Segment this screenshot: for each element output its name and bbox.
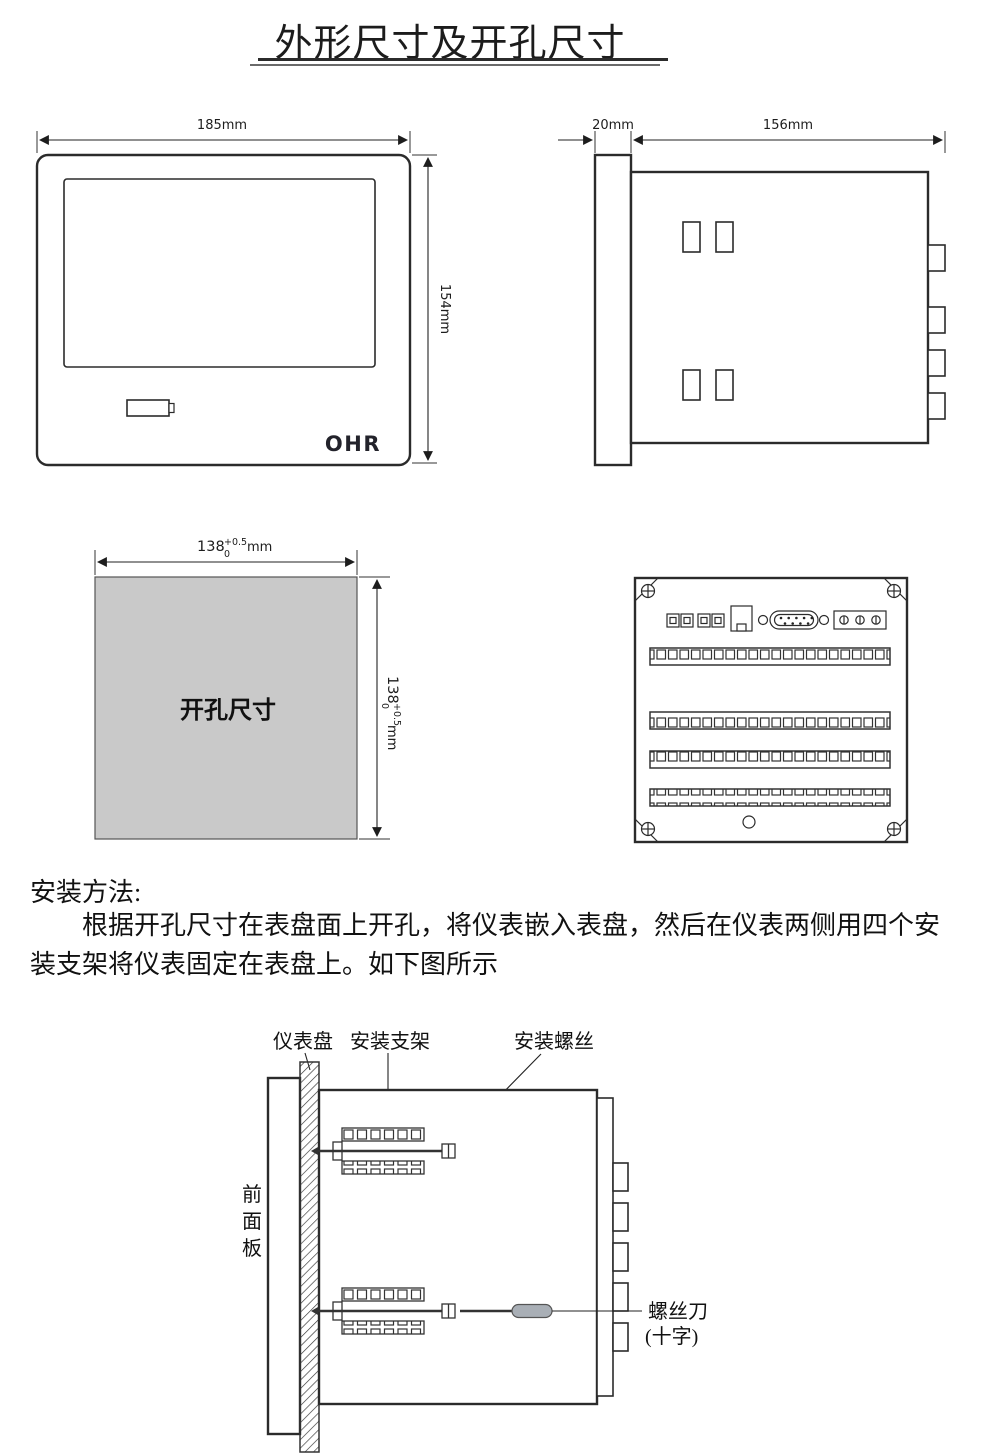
power-terminal	[833, 610, 887, 630]
cutout-label: 开孔尺寸	[180, 697, 276, 724]
bracket-slot	[682, 221, 701, 253]
side-depth-dimensions: 20mm 156mm	[558, 118, 946, 153]
cutout-height-tol-top: +0.5	[391, 703, 402, 726]
battery-nub	[168, 402, 175, 414]
terminal-tab	[612, 1322, 629, 1352]
terminal-tab	[927, 392, 946, 420]
front-height-label: 154mm	[437, 284, 452, 334]
terminal-tab	[927, 349, 946, 377]
bracket-slot	[715, 221, 734, 253]
terminal-tab	[927, 306, 946, 334]
cutout-view: 138 +0.5 0 mm 开孔尺寸 138 +0.5 0 mm	[94, 537, 402, 840]
ground-hole	[742, 815, 756, 829]
cutout-height-unit: mm	[384, 725, 399, 750]
cutout-width-tol-bottom: 0	[224, 549, 230, 560]
install-method-paragraph: 根据开孔尺寸在表盘面上开孔，将仪表嵌入表盘，然后在仪表两侧用四个安装支架将仪表固…	[30, 911, 941, 979]
front-height-dimension: 154mm	[412, 154, 452, 464]
side-view: 20mm 156mm	[558, 118, 946, 467]
relay-block	[666, 613, 694, 628]
side-body	[629, 170, 930, 445]
cutout-width-base: 138	[197, 539, 225, 555]
cutout-width-unit: mm	[247, 540, 272, 555]
terminal-strip	[649, 750, 891, 769]
install-diagram: 仪表盘 安装支架 安装螺丝 螺丝刀 (十字)	[266, 1030, 708, 1453]
cutout-square	[94, 576, 358, 840]
terminal-tab	[612, 1162, 629, 1192]
front-panel-label: 前面板	[242, 1184, 262, 1260]
relay-block	[697, 613, 725, 628]
rear-cover-side	[596, 1097, 614, 1397]
cutout-width-tol-top: +0.5	[224, 537, 247, 548]
side-bezel	[593, 153, 633, 467]
title-underline-main	[258, 58, 668, 61]
cutout-height-dimension: 138 +0.5 0 mm	[359, 576, 402, 840]
cutout-height-base: 138	[384, 676, 400, 704]
terminal-tab	[612, 1202, 629, 1232]
cutout-height-tol-bottom: 0	[379, 703, 390, 709]
corner-screw	[886, 821, 902, 837]
terminal-tab	[612, 1282, 629, 1312]
terminal-strip	[649, 711, 891, 730]
front-width-label: 185mm	[197, 118, 247, 133]
serial-port-db9	[757, 610, 830, 630]
screwdriver-label: 螺丝刀	[648, 1300, 708, 1323]
panel-callout-label: 仪表盘	[273, 1030, 333, 1053]
terminal-strip	[649, 647, 891, 666]
install-method-heading: 安装方法:	[30, 878, 142, 907]
corner-screw	[640, 821, 656, 837]
rear-view	[633, 576, 909, 844]
side-bezel-label: 20mm	[592, 118, 634, 133]
terminal-tab	[612, 1242, 629, 1272]
ethernet-jack	[730, 605, 753, 632]
screwdriver-type-label: (十字)	[645, 1325, 698, 1348]
corner-screw	[886, 583, 902, 599]
terminal-tab	[927, 244, 946, 272]
side-body-label: 156mm	[763, 118, 813, 133]
corner-screw	[640, 583, 656, 599]
front-screen	[63, 178, 376, 368]
brand-logo: OHR	[325, 432, 381, 456]
instrument-body-side	[317, 1088, 599, 1406]
terminal-strip	[649, 788, 891, 807]
cutout-width-dimension: 138 +0.5 0 mm	[94, 537, 358, 575]
screw-callout-label: 安装螺丝	[514, 1030, 594, 1053]
bracket-slot	[682, 369, 701, 401]
bracket-callout-label: 安装支架	[350, 1030, 430, 1053]
mounting-panel-hatched	[299, 1061, 320, 1453]
battery-slot	[126, 399, 170, 417]
bracket-slot	[715, 369, 734, 401]
front-view: 185mm OHR 154mm	[35, 118, 452, 467]
title-underline-echo	[250, 64, 660, 66]
front-panel-side	[266, 1076, 302, 1436]
front-width-dimension: 185mm	[36, 118, 411, 153]
